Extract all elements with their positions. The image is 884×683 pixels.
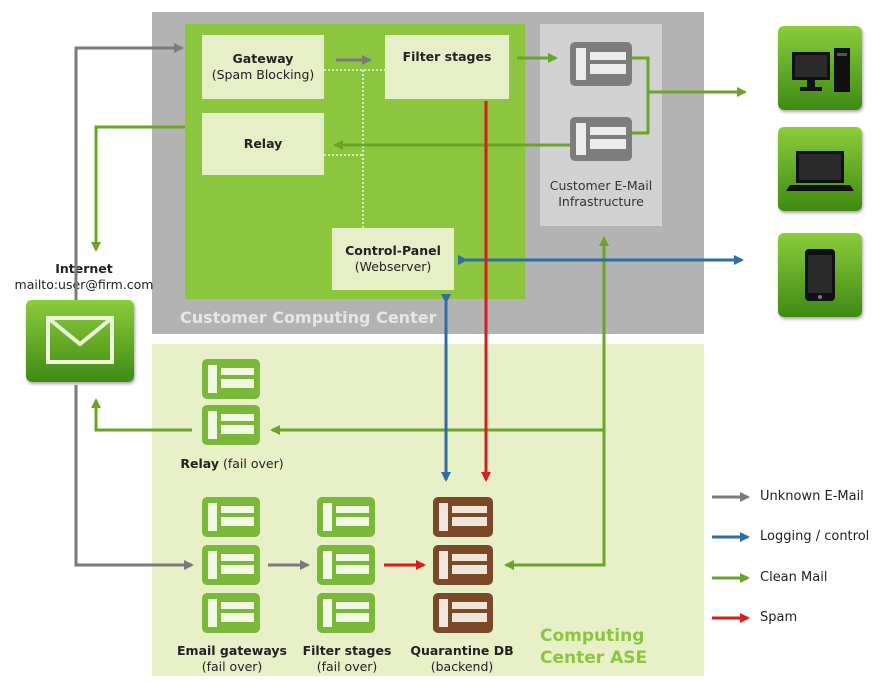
legend-label: Clean Mail — [760, 570, 828, 585]
ase-filter-stages-label: Filter stages (fail over) — [286, 643, 408, 675]
gateway-subtitle: (Spam Blocking) — [211, 67, 315, 82]
internet-label: Internet mailto:user@firm.com — [0, 261, 168, 293]
filter-stage-server-icon — [317, 593, 375, 633]
control-panel-box: Control-Panel (Webserver) — [332, 228, 454, 290]
laptop-icon — [778, 127, 862, 211]
envelope-icon — [26, 300, 134, 382]
email-gateways-label: Email gateways (fail over) — [168, 643, 296, 675]
relay-box: Relay — [202, 113, 324, 175]
email-gateways-subtitle: (fail over) — [201, 659, 263, 674]
ase-relay-server-icon — [202, 359, 260, 399]
infrastructure-server-icon — [570, 42, 632, 86]
ase-filter-stages-title: Filter stages — [302, 643, 392, 658]
infrastructure-label: Customer E-Mail Infrastructure — [540, 178, 662, 210]
ase-relay-subtitle: (fail over) — [222, 456, 284, 471]
legend-label: Logging / control — [760, 529, 870, 544]
filter-stages-title: Filter stages — [402, 49, 492, 64]
quarantine-label: Quarantine DB (backend) — [400, 643, 524, 675]
internet-title: Internet — [55, 261, 113, 276]
email-gateway-server-icon — [202, 593, 260, 633]
relay-title: Relay — [243, 136, 283, 151]
infrastructure-line1: Customer E-Mail — [549, 178, 653, 193]
legend-logging-control: Logging / control — [760, 529, 869, 544]
quarantine-db-server-icon — [433, 593, 493, 633]
legend-label: Unknown E-Mail — [760, 489, 864, 504]
internet-address: mailto:user@firm.com — [14, 277, 154, 292]
ase-filter-stages-subtitle: (fail over) — [316, 659, 378, 674]
ase-label-line2: Center ASE — [540, 648, 648, 668]
desktop-computer-icon — [778, 26, 862, 110]
legend-label: Spam — [760, 610, 798, 625]
ase-relay-server-icon — [202, 405, 260, 445]
infrastructure-line2: Infrastructure — [558, 194, 644, 209]
quarantine-db-server-icon — [433, 545, 493, 585]
gateway-title: Gateway — [232, 51, 294, 66]
legend-unknown-email: Unknown E-Mail — [760, 489, 864, 504]
filter-stage-server-icon — [317, 545, 375, 585]
legend-clean-mail: Clean Mail — [760, 570, 827, 585]
tablet-icon — [778, 233, 862, 317]
ase-relay-title: Relay — [180, 456, 219, 471]
ase-relay-label: Relay (fail over) — [172, 456, 292, 472]
customer-center-label: Customer Computing Center — [180, 308, 437, 327]
email-gateway-server-icon — [202, 497, 260, 537]
quarantine-subtitle: (backend) — [430, 659, 494, 674]
filter-stage-server-icon — [317, 497, 375, 537]
control-panel-subtitle: (Webserver) — [354, 259, 432, 274]
control-panel-title: Control-Panel — [345, 243, 441, 258]
ase-label-line1: Computing — [540, 626, 645, 646]
email-gateways-title: Email gateways — [177, 643, 287, 658]
filter-stages-box: Filter stages — [385, 35, 509, 99]
infrastructure-server-icon — [570, 117, 632, 161]
email-gateway-server-icon — [202, 545, 260, 585]
legend-spam: Spam — [760, 610, 797, 625]
gateway-box: Gateway (Spam Blocking) — [202, 35, 324, 99]
quarantine-db-server-icon — [433, 497, 493, 537]
quarantine-title: Quarantine DB — [410, 643, 514, 658]
